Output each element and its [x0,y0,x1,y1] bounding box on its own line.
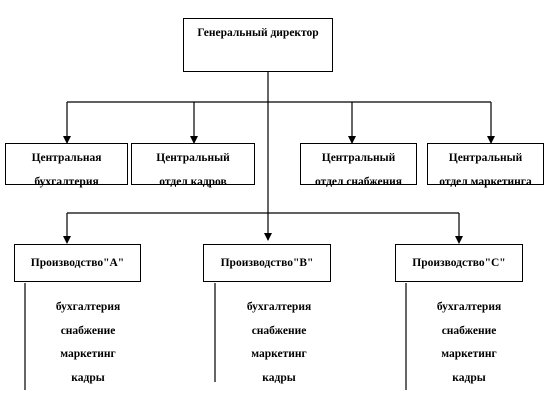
production-a-functions: бухгалтерия снабжение маркетинг кадры [33,296,143,390]
production-b-box: Производство"В" [203,244,331,282]
dept-supply-box: Центральный отдел снабжения [300,143,417,188]
function-item: снабжение [60,324,116,337]
function-item: бухгалтерия [55,301,121,313]
production-label: Производство"В" [220,257,314,269]
dept-line1: Центральный [448,152,523,164]
dept-hr-box: Центральный отдел кадров [131,143,255,188]
production-a-box: Производство"А" [14,244,141,282]
ceo-label: Генеральный директор [197,27,319,39]
function-item: бухгалтерия [436,301,502,313]
function-item: маркетинг [441,348,497,360]
function-item: кадры [71,371,105,384]
production-label: Производство"А" [30,257,125,269]
function-item: бухгалтерия [246,301,312,313]
dept-line1: Центральный [156,152,230,164]
dept-line2: бухгалтерия [34,176,99,188]
production-c-box: Производство"С" [395,244,523,282]
production-c-functions: бухгалтерия снабжение маркетинг кадры [414,296,524,390]
dept-line2: отдел маркетинга [439,176,532,188]
dept-line1: Центральный [321,152,396,164]
production-b-functions: бухгалтерия снабжение маркетинг кадры [224,296,334,390]
function-item: маркетинг [60,348,116,360]
function-item: кадры [452,371,486,384]
function-item: маркетинг [251,348,307,360]
dept-line1: Центральная [31,152,102,164]
dept-line2: отдел кадров [159,176,227,188]
dept-accounting-box: Центральная бухгалтерия [5,143,128,188]
dept-line2: отдел снабжения [314,176,403,188]
function-item: снабжение [441,324,497,337]
ceo-box: Генеральный директор [183,18,333,72]
function-item: снабжение [251,324,307,337]
production-label: Производство"С" [412,257,506,269]
dept-marketing-box: Центральный отдел маркетинга [427,143,544,188]
function-item: кадры [262,371,296,384]
